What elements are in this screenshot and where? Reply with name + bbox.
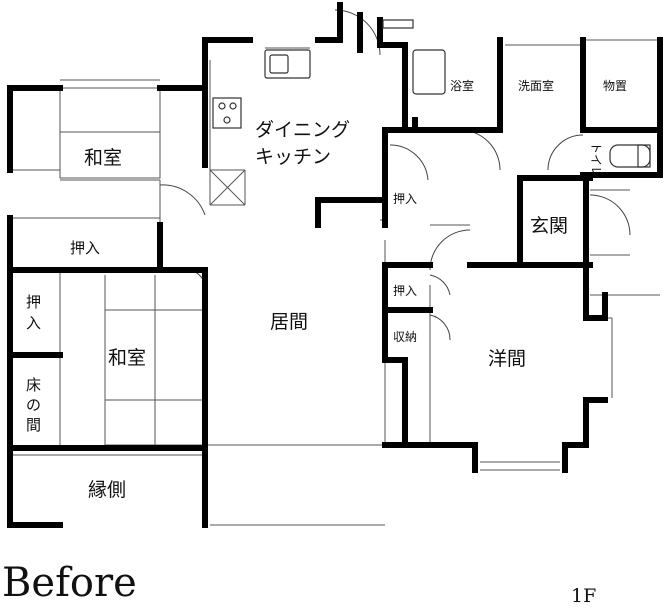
shuno-label: 収納 [393,330,417,344]
toilet-fixture [609,144,651,168]
engawa-label: 縁側 [88,479,126,501]
bath-label: 浴室 [450,78,474,93]
washroom-label: 洗面室 [518,78,554,93]
toilet-label: トイレ [589,142,603,178]
bathtub [412,49,446,95]
tokonoma-1: 床 [26,376,41,394]
fixtures [212,19,651,168]
sink [264,49,311,79]
dining-label-2: キッチン [255,146,331,168]
washitsu-top-label: 和室 [84,147,122,169]
tokonoma-2: の [26,396,41,414]
living-label: 居間 [270,311,308,333]
washitsu-mid-label: 和室 [108,347,146,369]
oshiire-left-label: 押入 [70,239,100,257]
stove [212,97,242,129]
yoma-label: 洋間 [488,348,526,370]
dining-label-1: ダイニング [255,119,350,141]
oshiire-left-v2: 入 [26,314,41,332]
oshiire-right-label: 押入 [393,284,417,298]
genkan-label: 玄関 [530,215,568,237]
floor-caption: 1F [571,585,597,607]
room-labels: 和室 押入 押 入 床 の 間 和室 縁側 ダイニング キッチン 押入 居間 浴… [26,78,627,501]
walls [7,2,663,528]
oshiire-left-v1: 押 [26,293,41,311]
before-caption: Before [2,560,137,606]
oshiire-center-label: 押入 [393,192,417,206]
tokonoma-3: 間 [26,416,41,434]
storage-label: 物置 [603,79,627,93]
